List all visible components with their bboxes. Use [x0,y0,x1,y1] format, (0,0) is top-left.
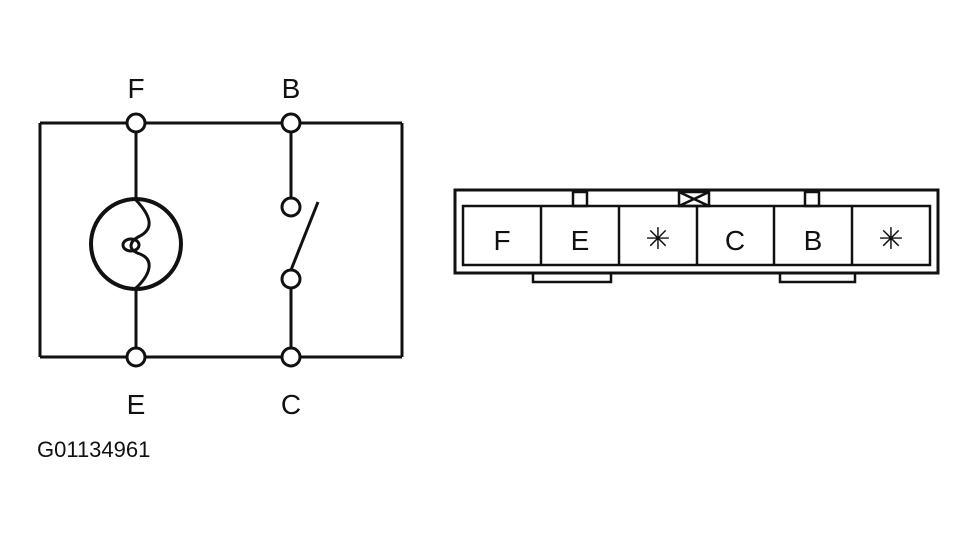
switch-blade-icon [289,201,320,271]
connector-pin-2: E [571,225,590,256]
switch-contact-top [280,196,302,218]
connector-latch-center-x2 [678,190,710,208]
switch-contact-bottom [280,268,302,290]
switch-schematic [38,112,404,368]
connector-pin-6-unused: ✳ [878,222,903,257]
lamp-bulb-icon [89,197,183,291]
connector-tab-left [531,273,613,284]
lamp-filament-icon [129,198,151,290]
connector-pin-4: C [725,225,745,256]
connector-housing [453,188,940,275]
figure-id: G01134961 [37,437,150,462]
lamp-filament-loop-icon [121,237,141,253]
connector-latch-left [571,190,589,208]
terminal-node-e [125,346,147,368]
connector-pin-5: B [804,225,823,256]
terminal-node-f [125,112,147,134]
connector-tab-right [778,273,857,284]
connector-face [453,188,940,284]
terminal-node-c [280,346,302,368]
connector-pin-3-unused: ✳ [645,222,670,257]
connector-pin-1: F [493,225,510,256]
terminal-label-f: F [127,73,144,104]
connector-latch-right [803,190,821,208]
terminal-label-b: B [282,73,301,104]
terminal-label-c: C [281,389,301,420]
terminal-node-b [280,112,302,134]
terminal-label-e: E [127,389,146,420]
